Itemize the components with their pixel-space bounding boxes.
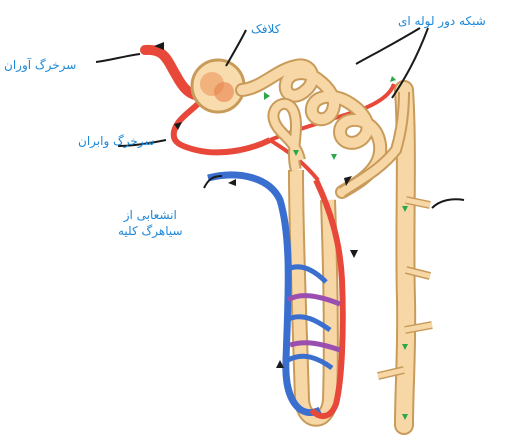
label-renal-vein-branch: انشعابی از سیاهرگ کلیه — [118, 207, 183, 239]
convoluted-tubules — [242, 65, 404, 192]
label-glomerulus: کلافک — [251, 22, 280, 36]
label-afferent-arteriole: سرخرگ آوران — [4, 58, 76, 72]
label-renal-vein-line1: انشعابی از — [118, 207, 183, 223]
label-efferent-arteriole: سرخرگ وابران — [78, 134, 155, 148]
glomerulus — [192, 60, 244, 112]
label-renal-vein-line2: سیاهرگ کلیه — [118, 223, 183, 239]
label-peritubular-network: شبکه دور لوله ای — [398, 14, 486, 28]
